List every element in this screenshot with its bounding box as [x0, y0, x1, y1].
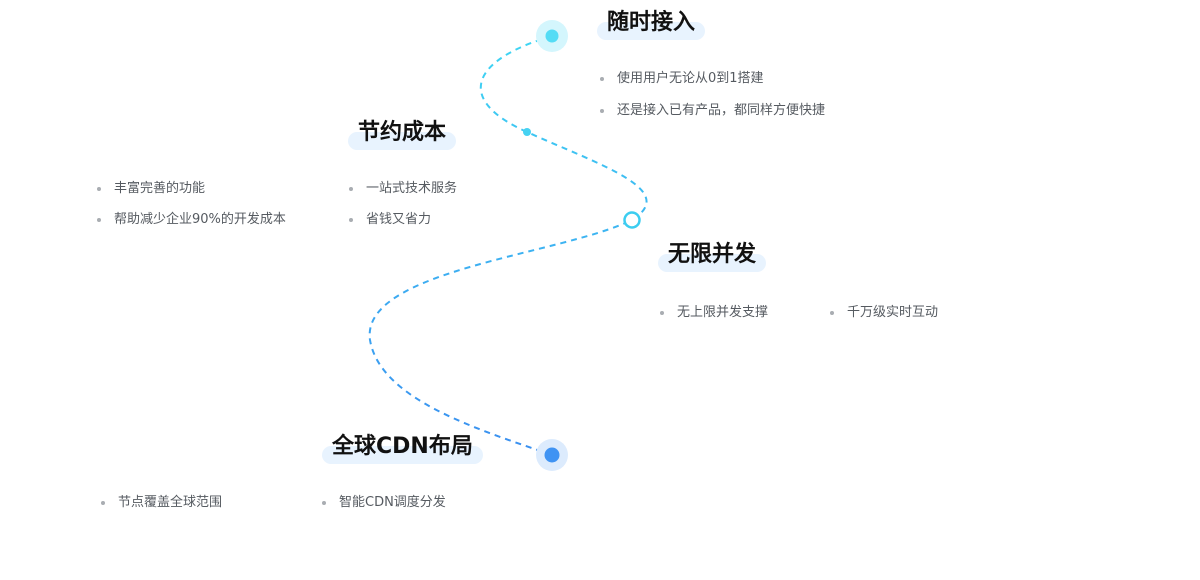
- feature-point: 智能CDN调度分发: [322, 494, 446, 512]
- feature-title-global-cdn: 全球CDN布局: [322, 434, 483, 464]
- feature-point: 节点覆盖全球范围: [101, 494, 222, 512]
- node-start-marker: [536, 20, 568, 52]
- node-end-marker: [536, 439, 568, 471]
- feature-point: 还是接入已有产品，都同样方便快捷: [600, 102, 825, 120]
- node-small-dot: [523, 128, 531, 136]
- feature-title-cost-saving: 节约成本: [348, 120, 457, 150]
- dashed-route: [368, 35, 648, 456]
- feature-point: 丰富完善的功能: [97, 180, 205, 198]
- feature-point: 使用用户无论从0到1搭建: [600, 70, 764, 88]
- feature-point: 千万级实时互动: [830, 304, 938, 322]
- feature-point: 省钱又省力: [349, 211, 431, 229]
- node-ring-marker: [623, 211, 641, 229]
- feature-title-anytime-access: 随时接入: [597, 10, 706, 40]
- feature-point: 无上限并发支撑: [660, 304, 768, 322]
- feature-point: 一站式技术服务: [349, 180, 457, 198]
- feature-title-unlimited-concurrency: 无限并发: [658, 242, 767, 272]
- feature-point: 帮助减少企业90%的开发成本: [97, 211, 286, 229]
